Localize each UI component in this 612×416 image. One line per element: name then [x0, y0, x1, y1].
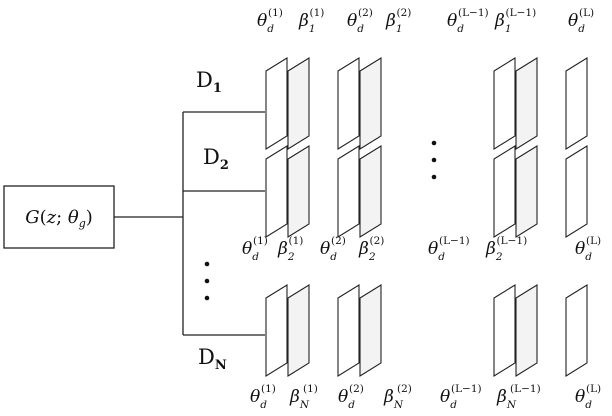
rowN-layer-2-beta-plane	[359, 284, 382, 377]
rowN-label-theta-2: θd(2)	[338, 383, 364, 411]
row1-layer-1-beta-plane	[287, 57, 310, 150]
row1-layer-l-1-theta-plane	[493, 57, 516, 150]
generator-box	[3, 185, 115, 249]
row2-label-theta-l: θd(L)	[575, 235, 601, 263]
row2-label-beta-1: β2(1)	[277, 235, 303, 263]
row1-label-theta-1: θd(1)	[257, 7, 283, 35]
row1-label-beta-l-1: β1(L−1)	[494, 7, 536, 35]
rowN-label-beta-l-1: βN(L−1)	[496, 383, 541, 411]
rowN-layer-1-theta-plane	[265, 284, 288, 377]
row2-label-beta-2: β2(2)	[358, 235, 384, 263]
branch-ellipsis	[204, 261, 210, 301]
row1-layer-l-1-beta-plane	[515, 57, 538, 150]
layer-ellipsis	[431, 140, 437, 180]
row1-label-beta-2: β1(2)	[385, 7, 411, 35]
row2-label-theta-1: θd(1)	[242, 235, 268, 263]
rowN-layer-l-1-theta-plane	[493, 284, 516, 377]
rowN-layer-1-beta-plane	[287, 284, 310, 377]
rowN-layer-l-theta-plane	[565, 284, 588, 377]
row2-label-theta-l-1: θd(L−1)	[428, 235, 470, 263]
row2-label-theta-2: θd(2)	[320, 235, 346, 263]
row1-layer-2-theta-plane	[337, 57, 360, 150]
rowN-label-beta-1: βN(1)	[289, 383, 318, 411]
row1-layer-l-theta-plane	[565, 57, 588, 150]
row2-label-beta-l-1: β2(L−1)	[485, 235, 527, 263]
row2-layer-1-theta-plane	[265, 145, 288, 238]
rowN-label-beta-2: βN(2)	[383, 383, 412, 411]
discriminator-label-d1: D1	[196, 68, 222, 96]
discriminator-label-d2: D2	[203, 145, 229, 173]
row2-layer-l-theta-plane	[565, 145, 588, 238]
row1-label-theta-l-1: θd(L−1)	[447, 7, 489, 35]
row2-layer-l-1-theta-plane	[493, 145, 516, 238]
row2-layer-2-beta-plane	[359, 145, 382, 238]
rowN-labels: θd(1) βN(1) θd(2) βN(2) θd(L−1) βN(L−1) …	[250, 383, 601, 411]
connection-wires	[114, 111, 265, 336]
row1-label-beta-1: β1(1)	[298, 7, 324, 35]
row1-label-theta-l: θd(L)	[568, 7, 594, 35]
rowN-label-theta-1: θd(1)	[250, 383, 276, 411]
row1-layer-1-theta-plane	[265, 57, 288, 150]
row2-layer-1-beta-plane	[287, 145, 310, 238]
row2-layer-l-1-beta-plane	[515, 145, 538, 238]
generator-label: G(z; θg)	[25, 207, 93, 230]
row1-layer-2-beta-plane	[359, 57, 382, 150]
row2-layer-2-theta-plane	[337, 145, 360, 238]
row1-labels: θd(1) β1(1) θd(2) β1(2) θd(L−1) β1(L−1) …	[257, 7, 594, 35]
rowN-layer-l-1-beta-plane	[515, 284, 538, 377]
rowN-label-theta-l-1: θd(L−1)	[440, 383, 482, 411]
layer-planes	[265, 57, 588, 377]
rowN-label-theta-l: θd(L)	[575, 383, 601, 411]
discriminator-label-dn: DN	[198, 345, 227, 373]
rowN-layer-2-theta-plane	[337, 284, 360, 377]
row2-labels: θd(1) β2(1) θd(2) β2(2) θd(L−1) β2(L−1) …	[242, 235, 601, 263]
row1-label-theta-2: θd(2)	[347, 7, 373, 35]
